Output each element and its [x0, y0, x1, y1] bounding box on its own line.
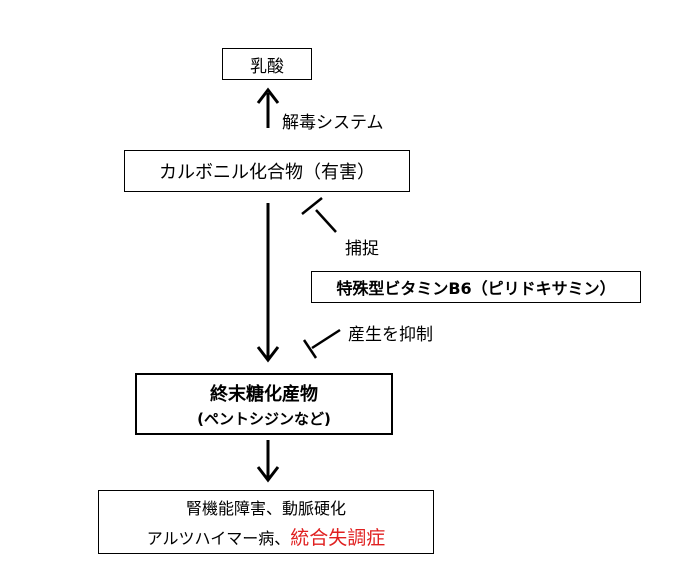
- suppress-label: 産生を抑制: [348, 325, 433, 345]
- ages-box: 終末糖化産物 (ペントシジンなど): [135, 373, 393, 435]
- main-arrow: [256, 203, 280, 363]
- ages-title: 終末糖化産物: [210, 383, 318, 405]
- disease-box: 腎機能障害、動脈硬化 アルツハイマー病、統合失調症: [98, 490, 434, 554]
- disease-arrow: [256, 440, 280, 483]
- carbonyl-label: カルボニル化合物（有害）: [159, 162, 375, 183]
- vitamin-box: 特殊型ビタミンB6（ピリドキサミン）: [311, 271, 641, 303]
- carbonyl-box: カルボニル化合物（有害）: [124, 150, 410, 192]
- suppress-inhibitor: [302, 328, 341, 359]
- ages-subtitle: (ペントシジンなど): [197, 409, 331, 428]
- capture-inhibitor: [301, 197, 337, 233]
- disease-line-1: 腎機能障害、動脈硬化: [185, 498, 346, 518]
- disease-line-2: アルツハイマー病、統合失調症: [147, 523, 386, 550]
- detox-label: 解毒システム: [282, 113, 384, 133]
- lactic-acid-label: 乳酸: [250, 56, 284, 77]
- lactic-acid-box: 乳酸: [222, 48, 312, 80]
- detox-arrow: [256, 87, 280, 128]
- schizophrenia-highlight: 統合失調症: [290, 526, 386, 549]
- capture-label: 捕捉: [345, 239, 379, 259]
- vitamin-label: 特殊型ビタミンB6（ピリドキサミン）: [336, 279, 616, 298]
- disease-prefix: アルツハイマー病、: [146, 528, 291, 548]
